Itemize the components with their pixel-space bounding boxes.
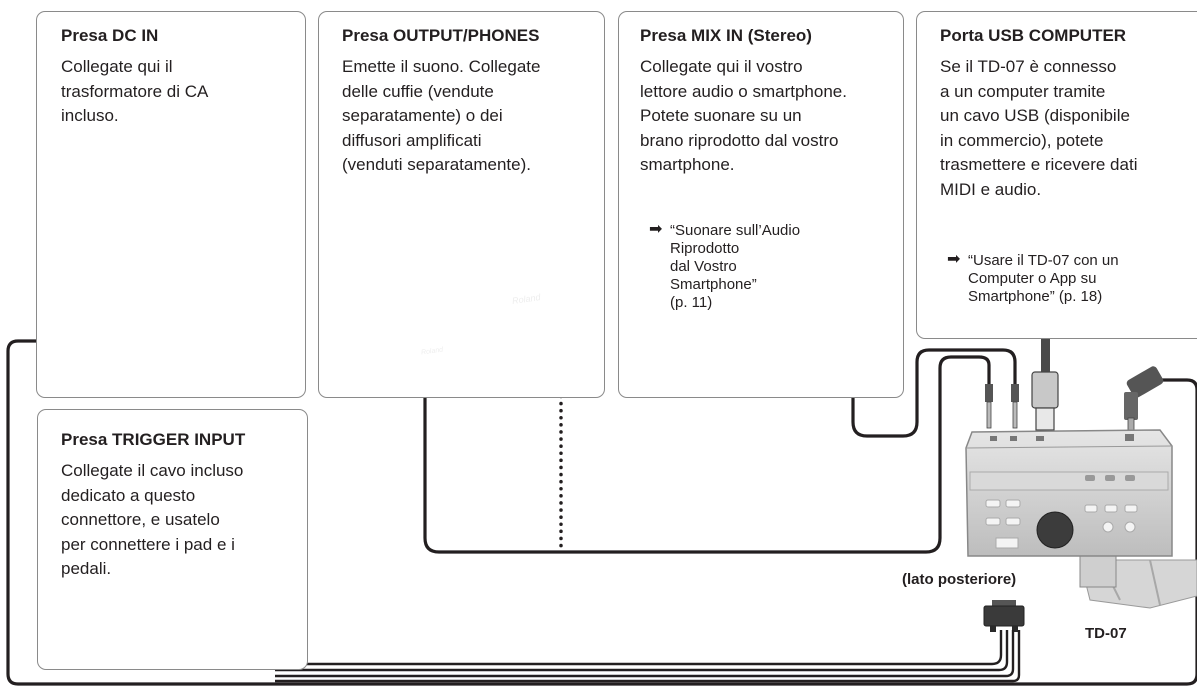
usb-ref-line: Smartphone” (p. 18) [968, 288, 1103, 305]
arrow-right-icon: ➡ [649, 221, 663, 238]
trigger-input-title: Presa TRIGGER INPUT [61, 430, 246, 449]
usb-plug [1031, 334, 1059, 431]
dc-in-box [36, 11, 306, 398]
mix-in-reference-link[interactable]: “Suonare sull’Audio Riprodotto dal Vostr… [670, 222, 840, 312]
mix-in-line: Potete suonare su un [640, 106, 802, 125]
mix-in-ref-line: “Suonare sull’Audio [670, 222, 801, 239]
mix-in-ref-line: Smartphone” [670, 276, 757, 293]
trigger-connector [275, 600, 1025, 683]
output-phones-line: delle cuffie (vendute [342, 81, 494, 101]
mix-in-text: Collegate qui il vostro lettore audio o … [640, 55, 900, 178]
trigger-input-line: connettore, e usatelo [61, 510, 220, 529]
mix-in-line: Collegate qui il vostro [640, 57, 803, 76]
usb-computer-line: un cavo USB (disponibile [940, 106, 1130, 125]
usb-computer-line: in commercio), potete [940, 130, 1104, 150]
mix-in-ref-line: (p. 11) [670, 294, 713, 311]
output-phones-text: Emette il suono. Collegate delle cuffie … [342, 55, 597, 178]
mix-in-title: Presa MIX IN (Stereo) [640, 26, 812, 45]
usb-computer-text: Se il TD-07 è connesso a un computer tra… [940, 55, 1195, 202]
usb-ref-line: “Usare il TD-07 con un [968, 252, 1119, 269]
output-phones-line: separatamente) o dei [342, 106, 503, 125]
mix-in-ref-line: Riprodotto [670, 240, 740, 257]
usb-ref-line: Computer o App su [968, 270, 1097, 287]
dc-in-line: incluso. [61, 106, 119, 125]
trigger-input-line: per connettere i pad e i [61, 534, 235, 554]
dc-in-text: Collegate qui il trasformatore di CA inc… [61, 55, 296, 129]
trigger-input-text: Collegate il cavo incluso dedicato a que… [61, 459, 301, 582]
dc-in-line: trasformatore di CA [61, 81, 209, 101]
usb-computer-line: Se il TD-07 è connesso [940, 57, 1117, 76]
trigger-input-line: dedicato a questo [61, 485, 196, 505]
output-phones-line: Emette il suono. Collegate [342, 57, 541, 76]
usb-computer-box [916, 11, 1197, 339]
usb-computer-line: trasmettere e ricevere dati [940, 155, 1138, 174]
usb-computer-line: MIDI e audio. [940, 179, 1042, 199]
stereo-plugs [985, 384, 1019, 429]
mix-in-line: smartphone. [640, 155, 735, 174]
module-name-label: TD-07 [1085, 625, 1127, 642]
mix-in-box [618, 11, 904, 398]
usb-computer-line: a un computer tramite [940, 81, 1106, 101]
mix-in-line: brano riprodotto dal vostro [640, 130, 839, 150]
trigger-cable-loop [6, 339, 1197, 686]
rear-side-label: (lato posteriore) [902, 571, 1017, 588]
dc-in-title: Presa DC IN [61, 26, 159, 45]
dc-plug [1124, 366, 1178, 431]
trigger-input-box [37, 409, 308, 670]
output-phones-line: diffusori amplificati [342, 130, 482, 150]
trigger-input-line: pedali. [61, 559, 112, 578]
mix-in-line: lettore audio o smartphone. [640, 81, 847, 101]
mix-in-ref-line: dal Vostro [670, 258, 737, 275]
arrow-right-icon: ➡ [947, 251, 961, 268]
output-phones-box [318, 11, 605, 398]
td07-module [965, 429, 1197, 609]
output-cable [423, 355, 991, 554]
mix-in-cable [851, 348, 1017, 438]
usb-computer-title: Porta USB COMPUTER [940, 26, 1127, 45]
output-phones-title: Presa OUTPUT/PHONES [342, 26, 540, 45]
dc-in-line: Collegate qui il [61, 57, 173, 76]
usb-reference-link[interactable]: “Usare il TD-07 con un Computer o App su… [968, 252, 1188, 306]
output-phones-line: (venduti separatamente). [342, 155, 531, 174]
trigger-input-line: Collegate il cavo incluso [61, 461, 244, 480]
